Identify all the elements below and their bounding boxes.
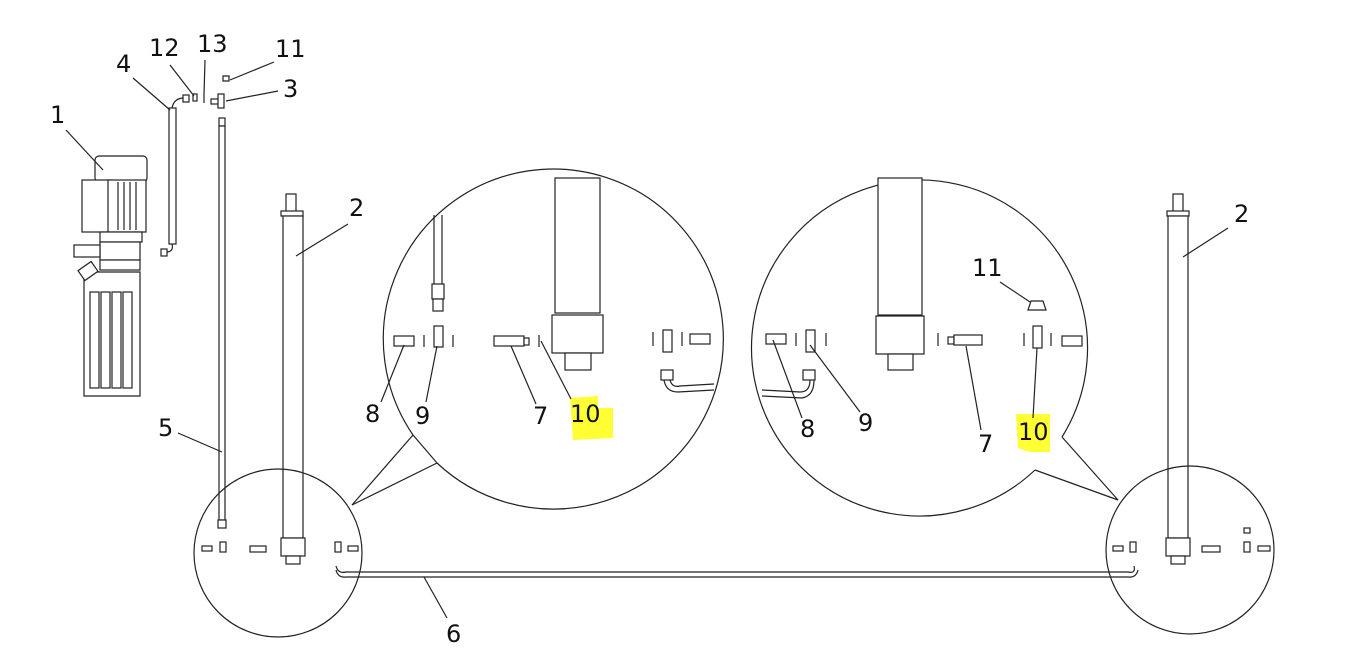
hoses-and-fittings — [160, 75, 230, 529]
label-8-right: 8 — [800, 415, 815, 443]
detail-left-parts — [393, 177, 715, 393]
label-7-left: 7 — [533, 402, 548, 430]
detail-circle-large-left — [382, 168, 724, 510]
highlight-10-left — [570, 396, 613, 440]
label-2-left: 2 — [349, 194, 364, 222]
label-6: 6 — [446, 620, 461, 648]
label-9-left: 9 — [415, 402, 430, 430]
detail-right-parts — [761, 177, 1083, 399]
cylinder-left — [201, 193, 359, 565]
detail-circle-small-left — [193, 468, 363, 638]
motor-pump-unit — [73, 155, 148, 397]
label-3: 3 — [283, 75, 298, 103]
pipe-6 — [335, 565, 1139, 578]
label-10-right: 10 — [1018, 418, 1049, 446]
label-1: 1 — [50, 101, 65, 129]
detail-circle-large-right — [750, 179, 1089, 517]
label-12: 12 — [149, 34, 180, 62]
label-2-right: 2 — [1234, 200, 1249, 228]
label-7-right: 7 — [978, 430, 993, 458]
label-4: 4 — [116, 50, 131, 78]
label-11-top: 11 — [275, 35, 306, 63]
label-11-detail: 11 — [972, 254, 1003, 282]
label-10-left: 10 — [570, 400, 601, 428]
label-9-right: 9 — [858, 409, 873, 437]
detail-circle-small-right — [1105, 465, 1275, 635]
label-13: 13 — [197, 30, 228, 58]
cylinder-right — [1112, 193, 1271, 565]
label-5: 5 — [158, 414, 173, 442]
label-8-left: 8 — [365, 400, 380, 428]
leader-lines — [65, 59, 1229, 619]
highlight-10-right — [1016, 414, 1050, 452]
